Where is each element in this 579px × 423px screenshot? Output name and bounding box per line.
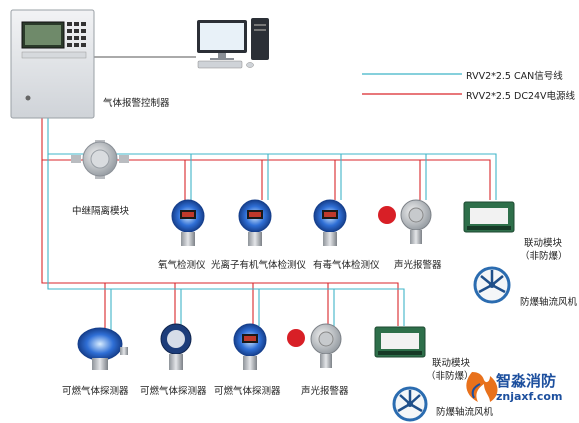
gas-alarm-controller [10,9,95,119]
fan-1-label: 防爆轴流风机 [520,297,578,308]
combustible-detector-icon [160,323,192,370]
linkage-module-2-sub: （非防爆） [426,371,474,382]
relay-module-label: 中继隔离模块 [72,206,130,217]
combustible-detector-icon [233,323,267,370]
legend-can-label: RVV2*2.5 CAN信号线 [466,71,563,82]
device-label-combustible-3: 可燃气体探测器 [214,386,281,397]
linkage-module-2 [374,326,426,358]
watermark-url: znjaxf.com [496,390,563,403]
device-label-oxygen: 氧气检测仪 [158,260,206,271]
linkage-module-1-sub: （非防爆） [520,251,568,262]
toxic-gas-detector-icon [313,199,347,246]
device-label-alarm-1: 声光报警器 [394,260,442,271]
linkage-module-1-label: 联动模块 [524,238,563,249]
oxygen-detector-icon [171,199,205,246]
sound-light-alarm-icon [287,323,342,368]
fan-2-label: 防爆轴流风机 [436,407,494,418]
computer-icon [197,18,269,69]
sound-light-alarm-icon [378,199,432,244]
watermark: 智淼消防 znjaxf.com [466,370,576,414]
power-wiring [41,118,491,330]
can-wiring [47,118,497,330]
explosion-proof-fan-icon [392,386,428,422]
device-label-pid: 光离子有机气体检测仪 [211,260,307,271]
controller-label: 气体报警控制器 [103,98,170,109]
device-label-alarm-2: 声光报警器 [301,386,349,397]
combustible-detector-icon [77,327,128,370]
device-label-combustible-2: 可燃气体探测器 [140,386,207,397]
brand-logo-icon [466,372,498,402]
device-label-combustible-1: 可燃气体探测器 [62,386,129,397]
device-label-toxic: 有毒气体检测仪 [313,260,380,271]
linkage-module-2-label: 联动模块 [432,358,471,369]
linkage-module-1 [463,201,515,233]
explosion-proof-fan-icon [473,266,511,304]
legend-power-label: RVV2*2.5 DC24V电源线 [466,91,576,102]
relay-isolation-module [71,140,129,179]
watermark-name: 智淼消防 [496,372,557,390]
pid-detector-icon [238,199,272,246]
